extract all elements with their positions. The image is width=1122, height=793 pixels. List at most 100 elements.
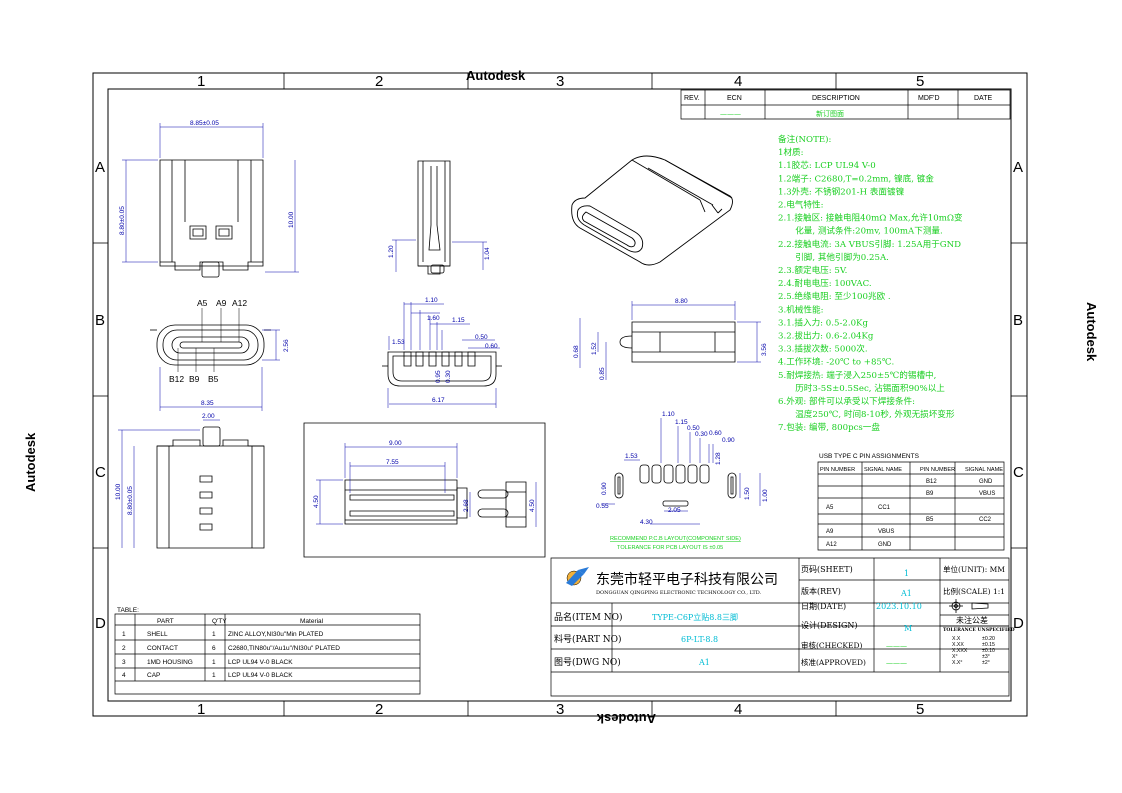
pin-table-header: SIGNAL NAME	[965, 467, 1003, 473]
watermark-right: Autodesk	[1084, 302, 1099, 362]
row-label-c-right: C	[1013, 464, 1024, 481]
checked-value: ———	[886, 642, 907, 650]
date-label: 日期(DATE)	[801, 602, 846, 611]
front-pin-leaders	[178, 308, 239, 372]
note-line: 1.3外壳: 不锈钢201-H 表面镀镍	[778, 185, 905, 197]
outer-frame	[93, 73, 1027, 716]
parts-table-header: PART	[157, 618, 174, 625]
col-label-5-top: 5	[916, 73, 924, 90]
dim-pl-090b: 0.90	[601, 482, 608, 495]
col-label-2-bottom: 2	[375, 701, 383, 718]
pin-label-b9: B9	[189, 374, 200, 384]
parts-table-cell: 3	[122, 659, 126, 666]
note-line: 5.耐焊接热: 端子浸入250±5℃的锡槽中,	[778, 369, 936, 381]
front-section-dims	[388, 302, 500, 408]
tolerance-key: X.X°	[952, 660, 962, 666]
top-view-dims	[122, 123, 299, 272]
pin-label-b5: B5	[208, 374, 219, 384]
company-name-cn: 东莞市轻平电子科技有限公司	[596, 571, 778, 588]
pin-table-cell: CC2	[979, 517, 992, 523]
dim-bl-880: 8.80±0.05	[127, 486, 134, 515]
rear-side-view	[620, 322, 735, 362]
pin-table-cell: VBUS	[979, 491, 995, 497]
side-view	[418, 161, 450, 274]
note-line: 2.5.绝缘电阻: 至少100兆欧 .	[778, 290, 891, 302]
pcb-layout	[615, 465, 736, 506]
rev-header-rev: REV.	[684, 95, 700, 102]
design-label: 设计(DESIGN)	[801, 620, 858, 630]
projection-symbol-icon	[949, 599, 988, 613]
tolerance-val: ±0.20	[982, 636, 995, 642]
tolerance-val: ±0.15	[982, 642, 995, 648]
tolerance-title: 未注公差	[956, 615, 988, 625]
rev-value: A1	[900, 589, 912, 598]
dim-bc-450b: 4.50	[529, 499, 536, 512]
tolerance-key: X°	[952, 654, 958, 660]
col-label-3-top: 3	[556, 73, 564, 90]
pcb-layout-dims	[601, 418, 760, 524]
dim-front-835: 8.35	[201, 400, 214, 407]
note-line: 6.外观: 部件可以承受以下焊接条件:	[778, 395, 915, 407]
parts-table-cell: LCP UL94 V-0 BLACK	[228, 659, 293, 666]
item-value: TYPE-C6P立贴8.8三脚	[652, 612, 738, 622]
pin-label-a12: A12	[232, 298, 247, 308]
pin-table-header: SIGNAL NAME	[864, 467, 902, 473]
design-value: M	[904, 624, 912, 633]
note-line: 温度250℃, 时间8-10秒, 外观无损坏变形	[778, 408, 955, 420]
checked-label: 审核(CHECKED)	[801, 640, 863, 650]
dim-bc-900: 9.00	[389, 440, 402, 447]
dim-fs-050: 0.50	[475, 334, 488, 341]
dim-bl-200: 2.00	[202, 413, 215, 420]
tolerance-sub: TOLERANCE UNSPECIFIED	[943, 627, 1015, 633]
parts-table-cell: 4	[122, 672, 126, 679]
dim-pl-050: 0.50	[687, 425, 700, 432]
sheet-value: 1	[904, 569, 909, 578]
pin-table-cell: GND	[878, 542, 892, 548]
rev-label: 版本(REV)	[801, 586, 841, 596]
dim-top-height: 8.80±0.05	[119, 206, 126, 235]
dim-rs-356: 3.56	[761, 343, 768, 356]
bottom-center-view	[345, 480, 526, 527]
note-line: 化量, 测试条件:20mv, 100mA下测量.	[778, 225, 943, 237]
dim-bl-1000: 10.00	[115, 483, 122, 500]
dim-bc-450: 4.50	[313, 495, 320, 508]
tolerance-val: ±3°	[982, 654, 990, 660]
pin-label-a9: A9	[216, 298, 227, 308]
parts-table-header: Q'TY	[212, 618, 227, 625]
parts-table-cell: 1	[212, 631, 216, 638]
parts-table-header: Material	[300, 618, 324, 625]
note-line: 引脚, 其他引脚为0.25A.	[778, 251, 889, 263]
note-line: 2.2.接触电流: 3A VBUS引脚: 1.25A用于GND	[778, 238, 961, 250]
note-line: 2.1.接触区: 接触电阻40mΩ Max,允许10mΩ变	[778, 212, 963, 224]
revision-table	[681, 90, 1010, 119]
dim-fs-153: 1.53	[392, 339, 405, 346]
frame-ticks	[93, 73, 1027, 716]
sheet-label: 页码(SHEET)	[801, 565, 853, 574]
watermark-bottom: Autodesk	[596, 711, 656, 726]
note-line: 1.2端子: C2680,T=0.2mm, 镍底, 镀金	[778, 172, 934, 184]
pin-label-a5: A5	[197, 298, 208, 308]
pin-table-cell: A12	[826, 542, 837, 548]
rev-header-ecn: ECN	[727, 95, 742, 102]
note-line: 4.工作环境: -20℃ to +85℃.	[778, 356, 894, 368]
pin-table-cell: A9	[826, 529, 834, 535]
pin-table-cell: B12	[926, 479, 937, 485]
rev-header-desc: DESCRIPTION	[812, 95, 860, 102]
col-label-1-top: 1	[197, 73, 205, 90]
dim-front-256: 2.56	[283, 339, 290, 352]
parts-table-title: TABLE:	[117, 607, 139, 614]
dim-fs-160: 1.60	[427, 315, 440, 322]
dim-pl-153: 1.53	[625, 453, 638, 460]
tolerance-rows: X.X±0.20X.XX±0.15X.XXX±0.10X°±3°X.X°±2°	[952, 636, 995, 666]
pin-table-header: PIN NUMBER	[920, 467, 955, 473]
note-line: 历时3-5S±0.5Sec, 沾锡面积90%以上	[778, 382, 945, 394]
note-line: 3.2.拔出力: 0.6-2.04Kg	[778, 330, 874, 342]
note-line: 3.机械性能:	[778, 303, 824, 315]
dim-pl-430: 4.30	[640, 519, 653, 526]
approved-value: ———	[886, 659, 907, 667]
bottom-left-dims	[118, 420, 220, 548]
watermark-top: Autodesk	[466, 68, 526, 83]
pin-table-cell: A5	[826, 505, 834, 511]
parts-table-cell: 1	[212, 659, 216, 666]
